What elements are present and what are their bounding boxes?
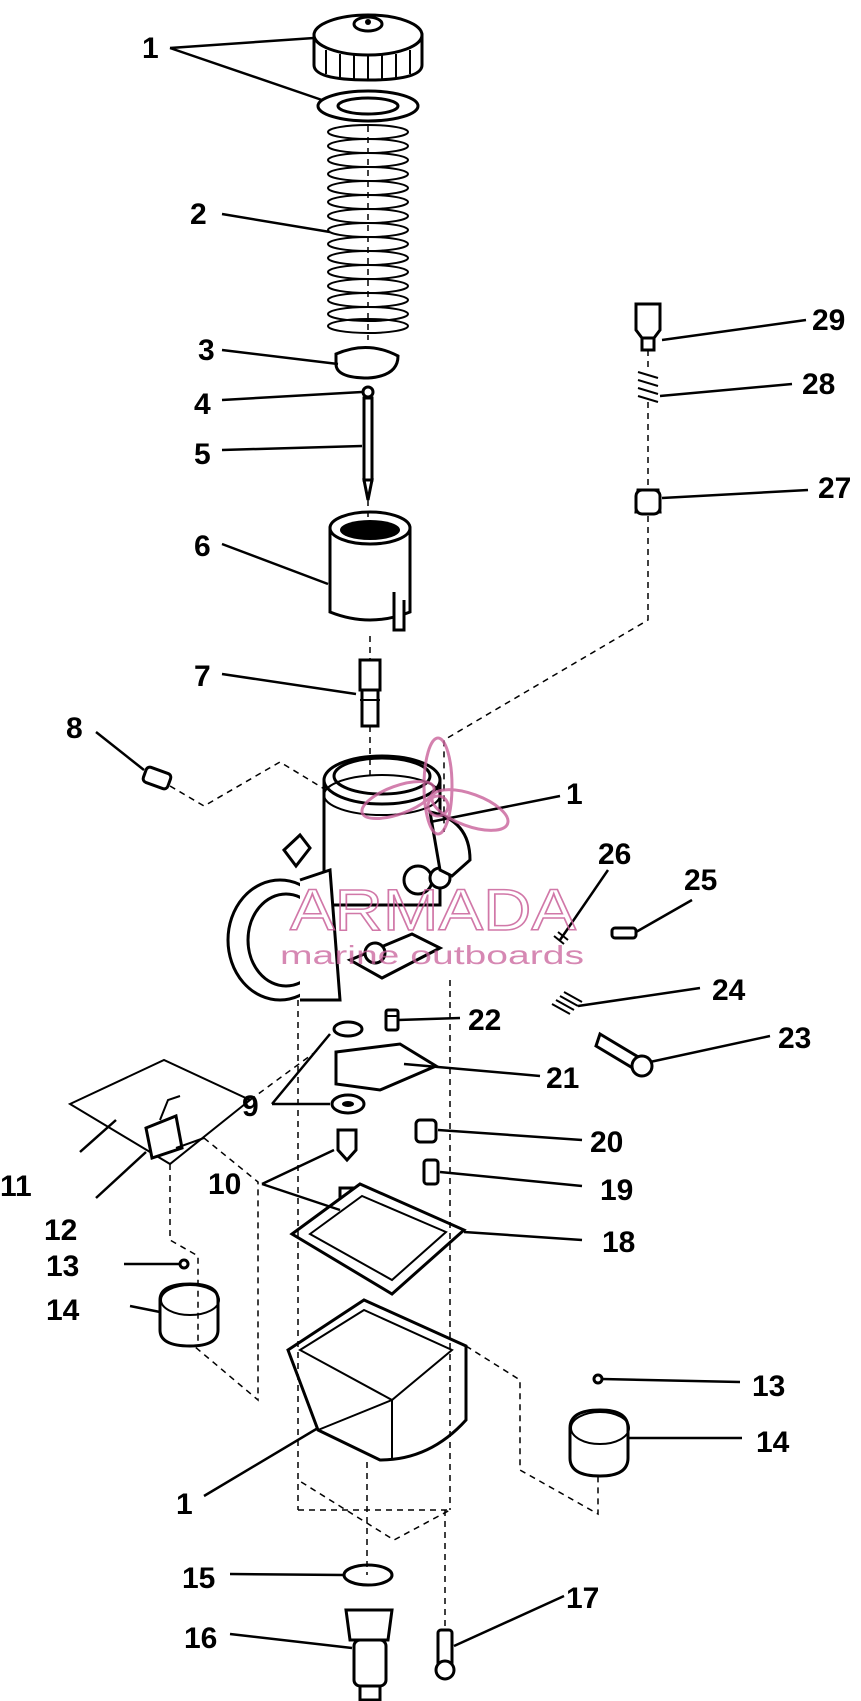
callout-6-throttle-valve: 6 (194, 530, 211, 563)
callout-3-clip: 3 (198, 334, 215, 367)
callout-13-left: 13 (46, 1250, 79, 1283)
callout-1-bowl: 1 (176, 1488, 193, 1521)
callout-20: 20 (590, 1126, 623, 1159)
callout-14-right: 14 (756, 1426, 790, 1459)
watermark-tagline: marine outboards (280, 940, 584, 970)
watermark: ARMADA marine outboards (280, 736, 584, 970)
callout-4-e-ring: 4 (194, 388, 211, 421)
part-jet-needle (362, 396, 374, 501)
callout-27: 27 (818, 472, 851, 505)
part-float-arm-plate (334, 1042, 440, 1092)
part-choke-assembly (634, 302, 662, 516)
callout-16: 16 (184, 1622, 217, 1655)
callout-24: 24 (712, 974, 746, 1007)
callout-29: 29 (812, 304, 845, 337)
part-throttle-valve (328, 510, 412, 632)
part-float-pin-left (178, 1258, 190, 1270)
leader-lines (79, 36, 809, 1650)
callout-28: 28 (802, 368, 835, 401)
callout-25: 25 (684, 864, 717, 897)
part-drain-plug (342, 1563, 394, 1701)
part-float-bowl (286, 1298, 468, 1462)
callout-13-right: 13 (752, 1370, 785, 1403)
callout-7-needle-jet: 7 (194, 660, 211, 693)
callout-1-body: 1 (566, 778, 583, 811)
callout-8-pilot-plug: 8 (66, 712, 83, 745)
part-jets-small (384, 1008, 440, 1186)
part-carburetor-body (226, 754, 472, 1002)
part-cap-washer (316, 89, 420, 123)
callout-19: 19 (600, 1174, 633, 1207)
part-floats (158, 1282, 630, 1478)
part-e-ring (361, 385, 375, 399)
callout-14-left: 14 (46, 1294, 80, 1327)
callout-18: 18 (602, 1226, 635, 1259)
callout-10: 10 (208, 1168, 241, 1201)
callout-12: 12 (44, 1214, 77, 1247)
part-bowl-gasket (289, 1182, 467, 1296)
part-float-pin-right (592, 1373, 604, 1385)
callout-17: 17 (566, 1582, 599, 1615)
part-air-screw (553, 926, 638, 945)
parts (67, 13, 662, 1701)
callout-11: 11 (0, 1170, 32, 1203)
part-bowl-screw (434, 1628, 456, 1681)
part-washers (330, 1020, 366, 1115)
callout-15: 15 (182, 1562, 215, 1595)
part-needle-clip (334, 345, 400, 380)
callout-1-cap: 1 (142, 32, 159, 65)
part-needle-jet (358, 658, 382, 728)
part-pilot-plug (141, 765, 173, 791)
callout-9: 9 (242, 1090, 259, 1123)
callout-23: 23 (778, 1022, 811, 1055)
callouts: 1 2 3 4 5 6 7 8 1 26 25 22 24 23 9 21 11… (0, 32, 851, 1655)
part-idle-screw (551, 991, 654, 1078)
callout-22: 22 (468, 1004, 501, 1037)
watermark-brand: ARMADA (290, 878, 576, 943)
callout-2-spring: 2 (190, 198, 207, 231)
part-carb-cap (312, 13, 424, 82)
callout-26: 26 (598, 838, 631, 871)
watermark-logo-propeller (360, 736, 510, 836)
callout-21: 21 (546, 1062, 579, 1095)
callout-5-jet-needle: 5 (194, 438, 211, 471)
part-float-arm (67, 1058, 252, 1166)
